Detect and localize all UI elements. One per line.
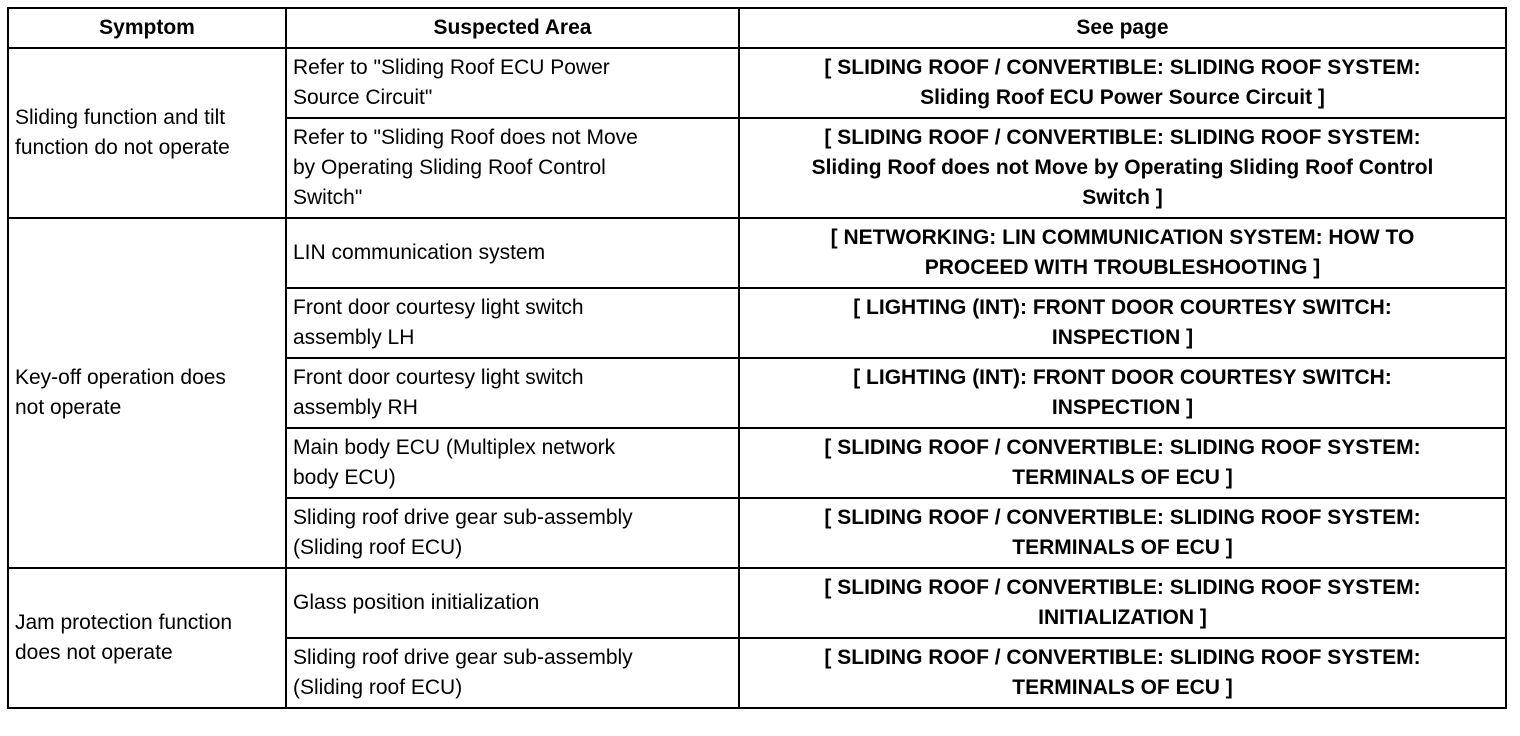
symptom-text: Sliding function and tilt function do no… [15, 106, 230, 159]
suspected-area-cell: Sliding roof drive gear sub-assembly (Sl… [285, 497, 740, 569]
see-page-link[interactable]: [ SLIDING ROOF / CONVERTIBLE: SLIDING RO… [824, 646, 1421, 699]
see-page-link[interactable]: [ LIGHTING (INT): FRONT DOOR COURTESY SW… [853, 296, 1392, 349]
header-symptom: Symptom [7, 7, 287, 49]
see-page-link[interactable]: [ NETWORKING: LIN COMMUNICATION SYSTEM: … [830, 226, 1415, 279]
see-page-cell: [ LIGHTING (INT): FRONT DOOR COURTESY SW… [738, 357, 1507, 429]
suspected-area-text: Refer to "Sliding Roof ECU Power Source … [293, 56, 610, 109]
symptom-text: Key-off operation does not operate [15, 366, 226, 419]
see-page-cell: [ LIGHTING (INT): FRONT DOOR COURTESY SW… [738, 287, 1507, 359]
table-row: Front door courtesy light switch assembl… [8, 287, 1507, 359]
table-row: Sliding function and tilt function do no… [7, 47, 1507, 219]
see-page-cell: [ SLIDING ROOF / CONVERTIBLE: SLIDING RO… [738, 637, 1507, 709]
see-page-link[interactable]: [ SLIDING ROOF / CONVERTIBLE: SLIDING RO… [824, 506, 1421, 559]
see-page-link[interactable]: [ SLIDING ROOF / CONVERTIBLE: SLIDING RO… [824, 436, 1421, 489]
table-row: Sliding roof drive gear sub-assembly (Sl… [8, 497, 1507, 569]
see-page-link[interactable]: [ SLIDING ROOF / CONVERTIBLE: SLIDING RO… [824, 576, 1421, 629]
suspected-area-text: Glass position initialization [293, 591, 540, 614]
symptom-cell: Jam protection function does not operate [7, 567, 287, 709]
header-see-page: See page [738, 7, 1507, 49]
suspected-area-cell: LIN communication system [285, 217, 740, 289]
symptom-cell: Sliding function and tilt function do no… [7, 47, 287, 219]
table-row: Key-off operation does not operate LIN c… [7, 217, 1507, 569]
see-page-link[interactable]: [ SLIDING ROOF / CONVERTIBLE: SLIDING RO… [811, 126, 1434, 209]
table-row: Front door courtesy light switch assembl… [8, 357, 1507, 429]
suspected-area-cell: Main body ECU (Multiplex network body EC… [285, 427, 740, 499]
see-page-cell: [ SLIDING ROOF / CONVERTIBLE: SLIDING RO… [738, 497, 1507, 569]
header-row: Symptom Suspected Area See page [7, 7, 1507, 49]
see-page-cell: [ SLIDING ROOF / CONVERTIBLE: SLIDING RO… [738, 567, 1507, 639]
table-row: Main body ECU (Multiplex network body EC… [8, 427, 1507, 499]
table-row: Jam protection function does not operate… [7, 567, 1507, 709]
suspected-area-cell: Refer to "Sliding Roof does not Move by … [285, 117, 740, 219]
suspected-area-text: Sliding roof drive gear sub-assembly (Sl… [293, 646, 633, 699]
suspected-area-text: Front door courtesy light switch assembl… [293, 296, 584, 349]
troubleshooting-table: Symptom Suspected Area See page Sliding … [7, 7, 1507, 709]
see-page-link[interactable]: [ SLIDING ROOF / CONVERTIBLE: SLIDING RO… [824, 56, 1421, 109]
symptom-cell: Key-off operation does not operate [7, 217, 287, 569]
suspected-area-cell: Sliding roof drive gear sub-assembly (Sl… [285, 637, 740, 709]
see-page-cell: [ SLIDING ROOF / CONVERTIBLE: SLIDING RO… [738, 117, 1507, 219]
suspected-area-cell: Front door courtesy light switch assembl… [285, 357, 740, 429]
see-page-link[interactable]: [ LIGHTING (INT): FRONT DOOR COURTESY SW… [853, 366, 1392, 419]
table-row: Sliding roof drive gear sub-assembly (Sl… [8, 637, 1507, 709]
see-page-cell: [ SLIDING ROOF / CONVERTIBLE: SLIDING RO… [738, 427, 1507, 499]
suspected-area-cell: Front door courtesy light switch assembl… [285, 287, 740, 359]
suspected-area-text: Main body ECU (Multiplex network body EC… [293, 436, 616, 489]
see-page-cell: [ NETWORKING: LIN COMMUNICATION SYSTEM: … [738, 217, 1507, 289]
suspected-area-text: Refer to "Sliding Roof does not Move by … [293, 126, 638, 209]
suspected-area-text: LIN communication system [293, 241, 546, 264]
suspected-area-cell: Glass position initialization [285, 567, 740, 639]
symptom-text: Jam protection function does not operate [15, 611, 233, 664]
suspected-area-text: Sliding roof drive gear sub-assembly (Sl… [293, 506, 633, 559]
header-suspected-area: Suspected Area [285, 7, 740, 49]
suspected-area-text: Front door courtesy light switch assembl… [293, 366, 584, 419]
suspected-area-cell: Refer to "Sliding Roof ECU Power Source … [285, 47, 740, 119]
see-page-cell: [ SLIDING ROOF / CONVERTIBLE: SLIDING RO… [738, 47, 1507, 119]
table-row: Refer to "Sliding Roof does not Move by … [8, 117, 1507, 219]
